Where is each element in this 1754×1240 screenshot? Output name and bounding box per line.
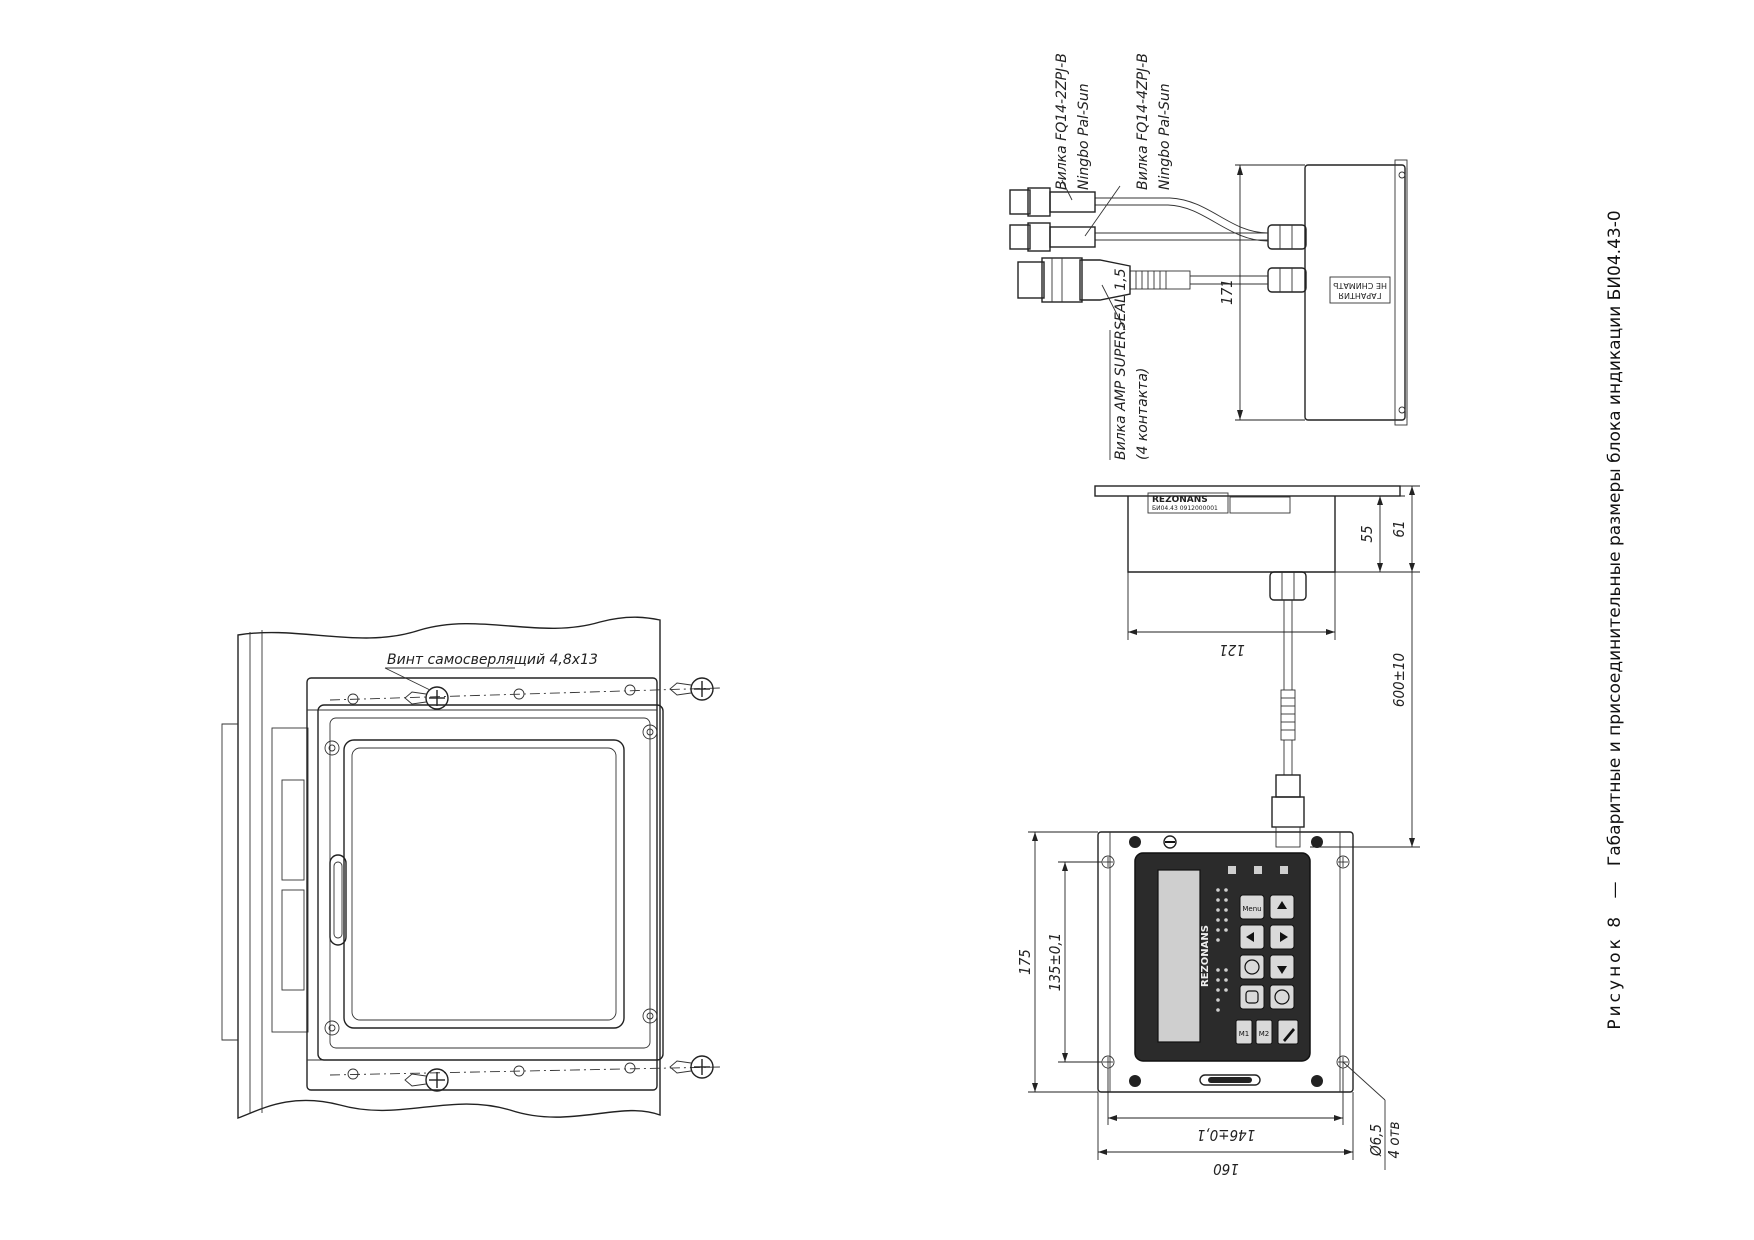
front-brand: REZONANS [1200, 925, 1211, 987]
plug-3-label: Вилка AMP SUPERSEAL 1,5 [1113, 268, 1129, 460]
dim-171: 171 [1218, 279, 1236, 305]
screw-icon [669, 677, 714, 701]
arrow-right-icon [1280, 932, 1288, 942]
top-view: ГАРАНТИЯ НЕ СНИМАТЬ [1009, 159, 1408, 426]
dim-hole-count: 4 отв [1385, 1121, 1403, 1158]
svg-text:Рисунок 8 — Габари: Рисунок 8 — Габаритные и присоединительн… [1605, 210, 1625, 1029]
housing-body [1304, 164, 1406, 421]
screw-icon [404, 1068, 449, 1092]
status-leds [1216, 888, 1228, 1012]
m2-button[interactable] [1255, 1019, 1273, 1045]
dim-135: 135±0,1 [1046, 933, 1064, 992]
dim-55: 55 [1358, 525, 1376, 542]
display-window [343, 739, 625, 1029]
plug-2-maker: Ningbo Pal-Sun [1157, 83, 1173, 190]
power-button[interactable] [1269, 984, 1295, 1010]
warranty-label: ГАРАНТИЯ [1338, 291, 1381, 300]
dim-175: 175 [1016, 949, 1034, 975]
indicator-icons [1228, 866, 1288, 874]
connector-plug-3-side [1271, 774, 1305, 848]
caption-text: Габаритные и присоединительные размеры б… [1605, 210, 1625, 866]
lcd-screen [1157, 869, 1201, 1043]
help-button[interactable] [1239, 954, 1265, 980]
plug-2-label: Вилка FQ14-4ZPJ-B [1135, 53, 1151, 190]
caption-prefix: Рисунок 8 [1605, 914, 1625, 1030]
cable-gland [1267, 224, 1307, 250]
screw-icon [404, 686, 449, 710]
side-model: БИ04.43 0912000001 [1152, 505, 1218, 512]
rotated-views: ГАРАНТИЯ НЕ СНИМАТЬ [1009, 53, 1420, 1178]
screw-icon [669, 1055, 714, 1079]
arrow-left-icon [1246, 932, 1254, 942]
dim-121: 121 [1219, 641, 1245, 659]
arrow-down-icon [1277, 966, 1287, 974]
dim-hole: Ø6,5 [1367, 1124, 1385, 1157]
edit-button[interactable] [1277, 1019, 1299, 1045]
housing-side [1127, 496, 1336, 573]
caption-dash: — [1605, 882, 1625, 899]
m-icon [1245, 990, 1259, 1004]
figure-caption: Рисунок 8 — Габаритные и присоединительн… [1605, 210, 1625, 1029]
connector-plug-2 [1009, 222, 1096, 252]
help-icon [1244, 959, 1260, 975]
plug-1-maker: Ningbo Pal-Sun [1076, 83, 1092, 190]
pencil-icon [1283, 1028, 1295, 1042]
mounting-view: Винт самосверлящий 4,8х13 [221, 616, 721, 1119]
side-brand: REZONANS [1152, 495, 1208, 505]
connector-plug-3 [1017, 257, 1131, 303]
m1-label: M1 [1239, 1030, 1250, 1038]
m1-button[interactable] [1235, 1019, 1253, 1045]
side-view: REZONANS БИ04.43 0912000001 [1094, 485, 1420, 848]
warranty-label-2: НЕ СНИМАТЬ [1333, 281, 1387, 290]
cable-gland [1267, 267, 1307, 293]
dim-160: 160 [1213, 1160, 1239, 1178]
bulkhead-sheet [237, 616, 661, 1119]
m-button[interactable] [1239, 984, 1265, 1010]
dim-600: 600±10 [1390, 653, 1408, 707]
menu-button[interactable] [1239, 894, 1265, 920]
m2-label: M2 [1259, 1030, 1270, 1038]
plug-3-note: (4 контакта) [1135, 368, 1151, 460]
front-view: REZONANS Menu [1028, 831, 1386, 1170]
device-frame [317, 704, 664, 1061]
front-flange [1097, 831, 1354, 1093]
arrow-up-icon [1277, 901, 1287, 909]
connector-plug-1 [1009, 187, 1096, 217]
plug-1-label: Вилка FQ14-2ZPJ-B [1054, 53, 1070, 190]
screw-label: Винт самосверлящий 4,8х13 [387, 652, 598, 668]
flange-screws [1101, 835, 1350, 1087]
menu-key-label: Menu [1242, 905, 1261, 913]
dim-61: 61 [1390, 520, 1408, 537]
power-icon [1274, 989, 1290, 1005]
keypad: Menu M1 M2 [1235, 894, 1299, 1045]
dim-146: 146±0,1 [1197, 1126, 1256, 1144]
mounting-bracket [306, 677, 658, 1091]
